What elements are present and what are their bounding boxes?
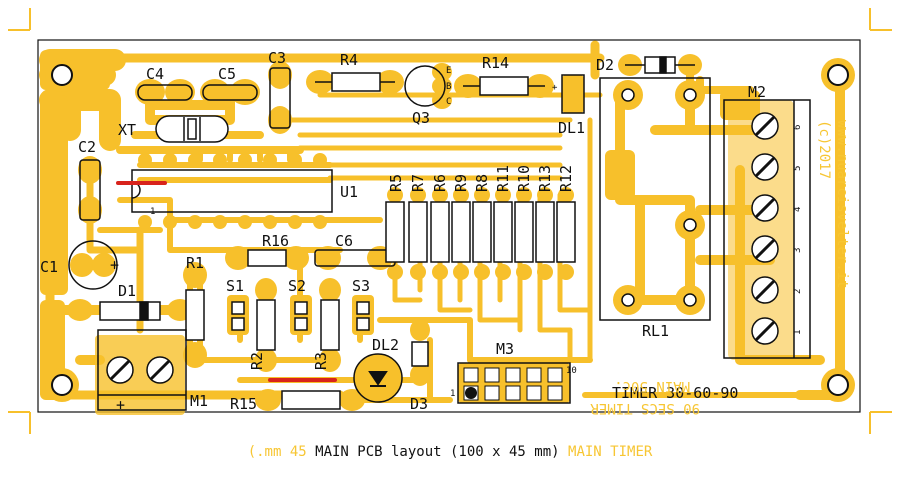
m2-pin: 2 [793,289,803,294]
main-copper-text: MAIN 50c. [614,378,690,394]
m2-pin: 6 [793,125,803,130]
label-r4: R4 [340,51,358,69]
label-q3-c: C [446,97,451,107]
label-d2: D2 [596,56,614,74]
secs-copper-text: 90 SECS TIMER [590,400,700,416]
label-d3: D3 [410,395,428,413]
m2-pin-numbers: 6 5 4 3 2 1 [793,125,803,335]
m2-pin: 3 [793,248,803,253]
mounting-holes [45,58,855,402]
label-r9: R9 [452,174,470,192]
relay-holes [621,88,697,307]
label-m1: M1 [190,392,208,410]
crop-marks [8,8,892,434]
led-symbol [368,371,388,387]
label-r5: R5 [387,174,405,192]
label-c4: C4 [146,65,164,83]
screw-terminals [106,112,779,384]
jumper-wires [116,181,337,382]
label-r15: R15 [230,395,257,413]
label-plus-m1: + [116,396,125,414]
label-s2: S2 [288,277,306,295]
label-u1: U1 [340,183,358,201]
label-m3: M3 [496,340,514,358]
label-c6: C6 [335,232,353,250]
label-r11: R11 [494,165,512,192]
rotated-labels: R5 R7 R6 R9 R8 R11 R10 R13 R12 R2 R3 [248,165,575,370]
label-m2: M2 [748,83,766,101]
label-r8: R8 [473,174,491,192]
m2-pin: 1 [793,330,803,335]
label-c1: C1 [40,258,58,276]
label-r6: R6 [431,174,449,192]
label-s1: S1 [226,277,244,295]
label-r16: R16 [262,232,289,250]
m3-header-pins [463,367,563,401]
label-plus-dl1: + [552,83,558,93]
label-r7: R7 [409,174,427,192]
label-q3: Q3 [412,109,430,127]
label-u1-pin1: 1 [150,207,155,217]
label-timer: TIMER 30-60-90 [612,384,738,402]
label-dl1: DL1 [558,119,585,137]
label-r3: R3 [312,352,330,370]
caption-main: MAIN PCB layout (100 x 45 mm) [315,444,560,460]
label-plus-c1: + [110,256,119,274]
copyright-text: (c)2017 [816,120,832,179]
label-q3-e: E [446,66,451,76]
label-r14: R14 [482,54,509,72]
label-rl1: RL1 [642,322,669,340]
pcb-layout-diagram: C4 C5 C3 R4 R14 D2 M2 XT Q3 DL1 C2 U1 R1… [8,8,892,434]
m2-pin: 4 [793,207,803,212]
pcb-caption: (.mm 45 MAIN PCB layout (100 x 45 mm) MA… [0,444,900,460]
label-c5: C5 [218,65,236,83]
label-r10: R10 [515,165,533,192]
label-r12: R12 [557,165,575,192]
label-s3: S3 [352,277,370,295]
silkscreen-labels: C4 C5 C3 R4 R14 D2 M2 XT Q3 DL1 C2 U1 R1… [40,49,766,414]
label-r2: R2 [248,352,266,370]
mirrored-copper-text: (c)2017 www.nuarcisvelter.it MAIN 50c. 9… [590,120,850,416]
label-q3-b: B [446,82,451,92]
component-outlines [68,56,811,411]
label-xt: XT [118,121,136,139]
label-dl2: DL2 [372,336,399,354]
caption-ghost-right: MAIN TIMER [568,444,653,460]
website-text: www.nuarcisvelter.it [834,120,850,289]
label-r1: R1 [186,254,204,272]
label-m3-pin10: 10 [566,366,577,376]
label-c2: C2 [78,138,96,156]
label-r13: R13 [536,165,554,192]
label-m3-pin1: 1 [450,389,455,399]
caption-ghost-left: (.mm 45 [247,444,307,460]
label-c3: C3 [268,49,286,67]
m2-pin: 5 [793,166,803,171]
label-d1: D1 [118,282,136,300]
